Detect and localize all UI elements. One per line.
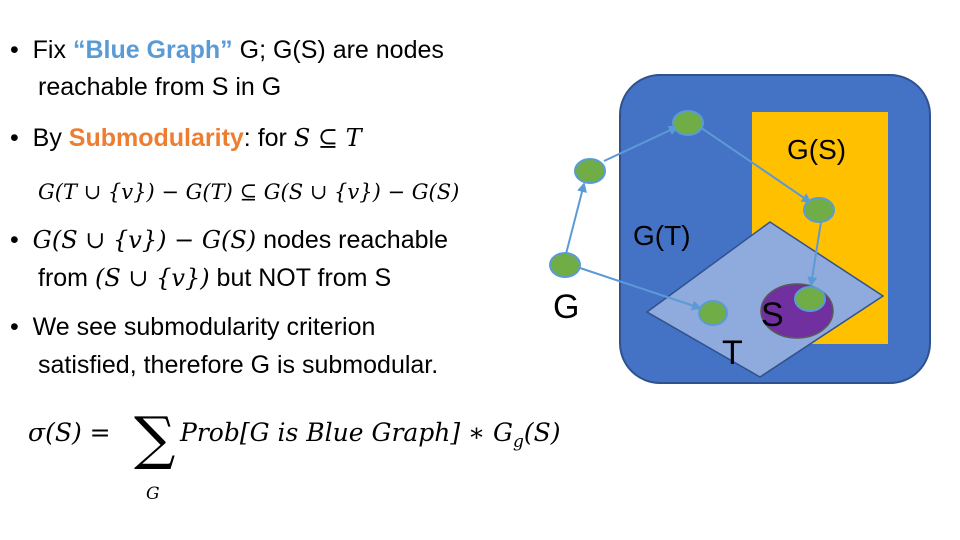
node-2 (672, 110, 704, 136)
node-g (549, 252, 581, 278)
bullet-4-line-1: • We see submodularity criterion (10, 313, 376, 341)
edge-node1-to-node2 (603, 125, 679, 162)
edge-node3-to-s (807, 221, 822, 287)
bullet-4-line-2: satisfied, therefore G is submodular. (38, 351, 439, 379)
label-t: T (722, 334, 743, 372)
summation-symbol: ∑ (134, 404, 176, 472)
bullet-1-line-1: • Fix “Blue Graph” G; G(S) are nodes (10, 36, 444, 64)
submodularity-highlight: Submodularity (68, 124, 244, 152)
sigma-formula: σ(S) = ∑ G Prob[G is Blue Graph] ∗ Gg(S) (28, 404, 561, 504)
edge-g-to-t (579, 267, 702, 311)
node-1 (574, 158, 606, 184)
node-s (794, 286, 826, 312)
summation-subscript: G (146, 484, 160, 504)
subset-math: S ⊆ T (293, 124, 362, 152)
blue-graph-highlight: “Blue Graph” (72, 36, 233, 64)
edge-g-to-node1 (565, 182, 587, 255)
bullet-3-line-2: from (S ∪ {v}) but NOT from S (38, 264, 392, 292)
label-s: S (761, 296, 784, 334)
bullet-2-line-1: • By Submodularity: for S ⊆ T (10, 124, 362, 152)
bullet-3-line-1: • G(S ∪ {v}) − G(S) nodes reachable (10, 226, 448, 254)
label-gs: G(S) (787, 134, 846, 165)
node-3 (803, 197, 835, 223)
label-gt: G(T) (633, 220, 691, 251)
node-t (698, 300, 728, 326)
submodularity-formula: G(T ∪ {v}) − G(T) ⊆ G(S ∪ {v}) − G(S) (38, 180, 460, 204)
label-g: G (553, 288, 579, 326)
bullet-1-line-2: reachable from S in G (38, 73, 282, 101)
edge-node2-to-node3 (699, 126, 812, 204)
